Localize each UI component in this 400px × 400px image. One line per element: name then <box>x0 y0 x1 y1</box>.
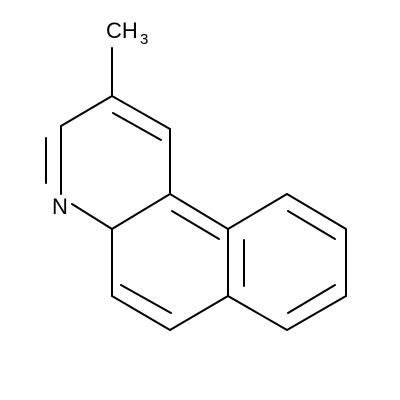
atom-label-nitrogen: N <box>52 194 68 219</box>
bond-c10-c8a <box>227 295 288 331</box>
bond-c2-c3 <box>60 95 113 127</box>
middle-ring <box>111 193 229 331</box>
bond-c7-c8 <box>286 193 347 230</box>
methyl-label-main: CH <box>106 18 138 43</box>
bond-c3-c4-inner <box>112 112 162 141</box>
bond-c7-c8-inner <box>287 210 336 240</box>
bond-c4a-c10b <box>111 193 171 230</box>
bond-c10b-n <box>71 203 113 230</box>
atom-label-methyl: CH 3 <box>106 18 148 48</box>
bond-c8a-c6 <box>169 295 229 331</box>
methyl-label-subscript: 3 <box>140 31 148 48</box>
bond-c6-c5-inner <box>120 284 172 314</box>
pyridine-ring <box>45 95 171 230</box>
benzene-ring-right <box>227 193 347 331</box>
bond-c9-c10-inner <box>287 284 336 314</box>
bond-c4b-c7 <box>227 193 288 230</box>
bond-c6-c5 <box>111 295 171 331</box>
bond-c9-c10 <box>286 295 347 331</box>
bond-c4a-c4b <box>169 193 229 230</box>
bond-c3-c4 <box>111 95 171 130</box>
bond-c4a-c4b-inner <box>171 210 220 240</box>
